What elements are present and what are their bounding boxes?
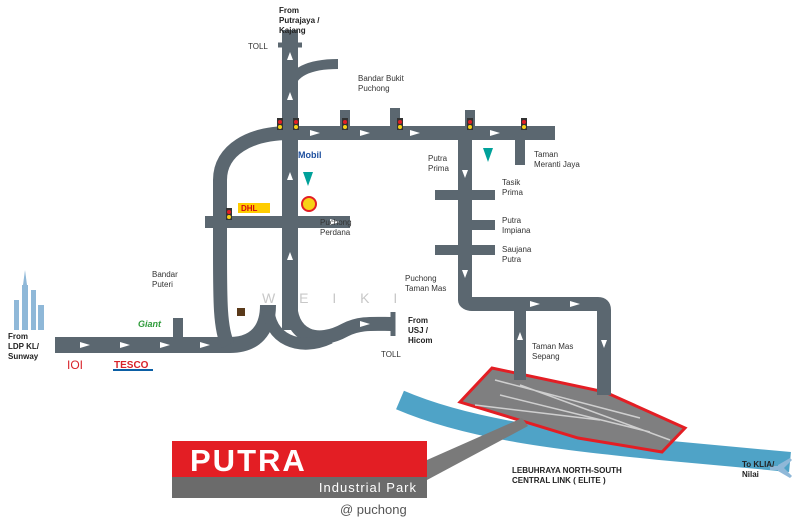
label-from-ldp: From LDP KL/ Sunway bbox=[8, 332, 39, 361]
brand-banner bbox=[172, 441, 427, 477]
traffic-light-icon bbox=[521, 118, 527, 130]
label-mobil: Mobil bbox=[298, 150, 322, 160]
traffic-lights bbox=[226, 118, 527, 220]
watermark: W E I K I bbox=[262, 290, 408, 306]
label-taman-meranti-jaya: Taman Meranti Jaya bbox=[534, 150, 580, 169]
label-elite-highway: LEBUHRAYA NORTH-SOUTH CENTRAL LINK ( ELI… bbox=[512, 466, 622, 485]
traffic-light-icon bbox=[293, 118, 299, 130]
skyline-icon bbox=[14, 270, 44, 330]
traffic-light-icon bbox=[277, 118, 283, 130]
brand-location: @ puchong bbox=[340, 502, 407, 517]
brand-subtitle: Industrial Park bbox=[318, 480, 417, 495]
label-putra-prima: Putra Prima bbox=[428, 154, 449, 173]
petronas-logo-icon bbox=[303, 172, 313, 186]
label-taman-mas-sepang: Taman Mas Sepang bbox=[532, 342, 574, 361]
industrial-site bbox=[457, 366, 688, 454]
traffic-light-icon bbox=[397, 118, 403, 130]
shell-logo-icon bbox=[301, 196, 317, 212]
label-to-klia: To KLIA/ Nilai bbox=[742, 460, 775, 479]
label-putra-impiana: Putra Impiana bbox=[502, 216, 531, 235]
svg-text:Giant: Giant bbox=[138, 319, 162, 329]
label-bandar-bukit-puchong: Bandar Bukit Puchong bbox=[358, 74, 404, 93]
label-puchong-taman-mas: Puchong Taman Mas bbox=[405, 274, 447, 293]
label-from-usj: From USJ / Hicom bbox=[408, 316, 433, 345]
direction-arrows bbox=[80, 52, 607, 348]
label-bandar-puteri: Bandar Puteri bbox=[152, 270, 178, 289]
brand-subtitle-bar: Industrial Park bbox=[172, 477, 427, 498]
label-toll-bottom: TOLL bbox=[381, 350, 401, 359]
dhl-logo-icon: DHL bbox=[238, 203, 270, 213]
label-saujana-putra: Saujana Putra bbox=[502, 245, 532, 264]
label-from-putrajaya: From Putrajaya / Kajang bbox=[279, 6, 320, 35]
traffic-light-icon bbox=[467, 118, 473, 130]
airplane-icon bbox=[770, 458, 792, 478]
traffic-light-icon bbox=[342, 118, 348, 130]
tesco-logo-text: TESCO bbox=[114, 360, 149, 371]
label-toll-top: TOLL bbox=[248, 42, 268, 51]
brand-name: PUTRA bbox=[190, 443, 307, 478]
label-puchong-perdana: Puchong Perdana bbox=[320, 218, 352, 237]
giant-logo-icon: Giant bbox=[138, 318, 164, 329]
site-callout bbox=[427, 418, 528, 480]
roads bbox=[55, 30, 611, 395]
label-tasik-prima: Tasik Prima bbox=[502, 178, 523, 197]
petronas-logo-icon bbox=[483, 148, 493, 162]
hotel-logo-icon bbox=[237, 308, 245, 316]
svg-text:DHL: DHL bbox=[241, 204, 258, 213]
ioi-logo-text: IOI bbox=[67, 358, 84, 372]
tesco-logo-icon bbox=[113, 369, 153, 371]
traffic-light-icon bbox=[226, 208, 232, 220]
